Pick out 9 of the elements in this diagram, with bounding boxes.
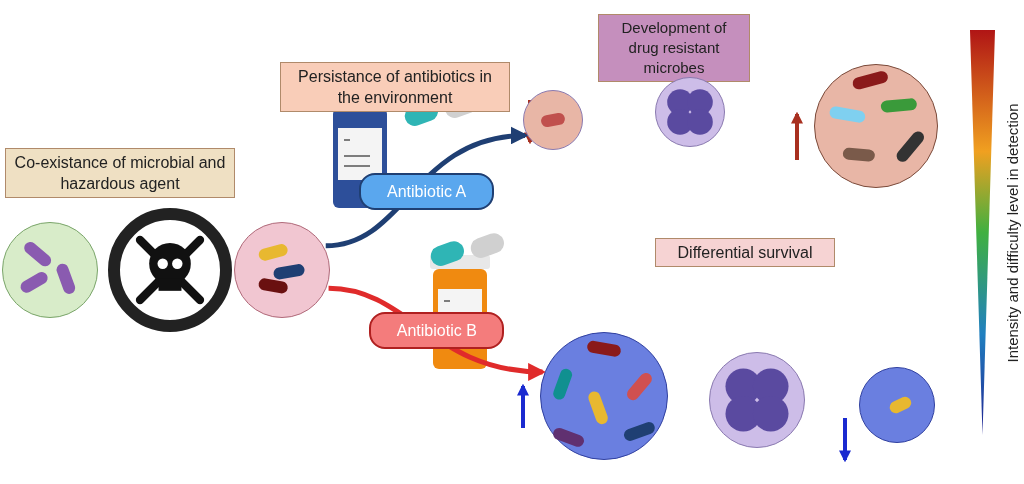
text-box: Differential survival: [655, 238, 835, 267]
scale-label: Intensity and difficulty level in detection: [1003, 103, 1021, 362]
microbe-circle: [523, 90, 583, 150]
edge-label: Antibiotic A: [359, 172, 495, 210]
text-box: Persistance of antibiotics in the environment: [280, 62, 510, 112]
edge-label: Antibiotic B: [369, 312, 505, 350]
gradient-scale: [970, 30, 995, 435]
text-box: Development of drug resistant microbes: [598, 14, 750, 82]
text-box: Co-existance of microbial and hazardous agent: [5, 148, 235, 198]
